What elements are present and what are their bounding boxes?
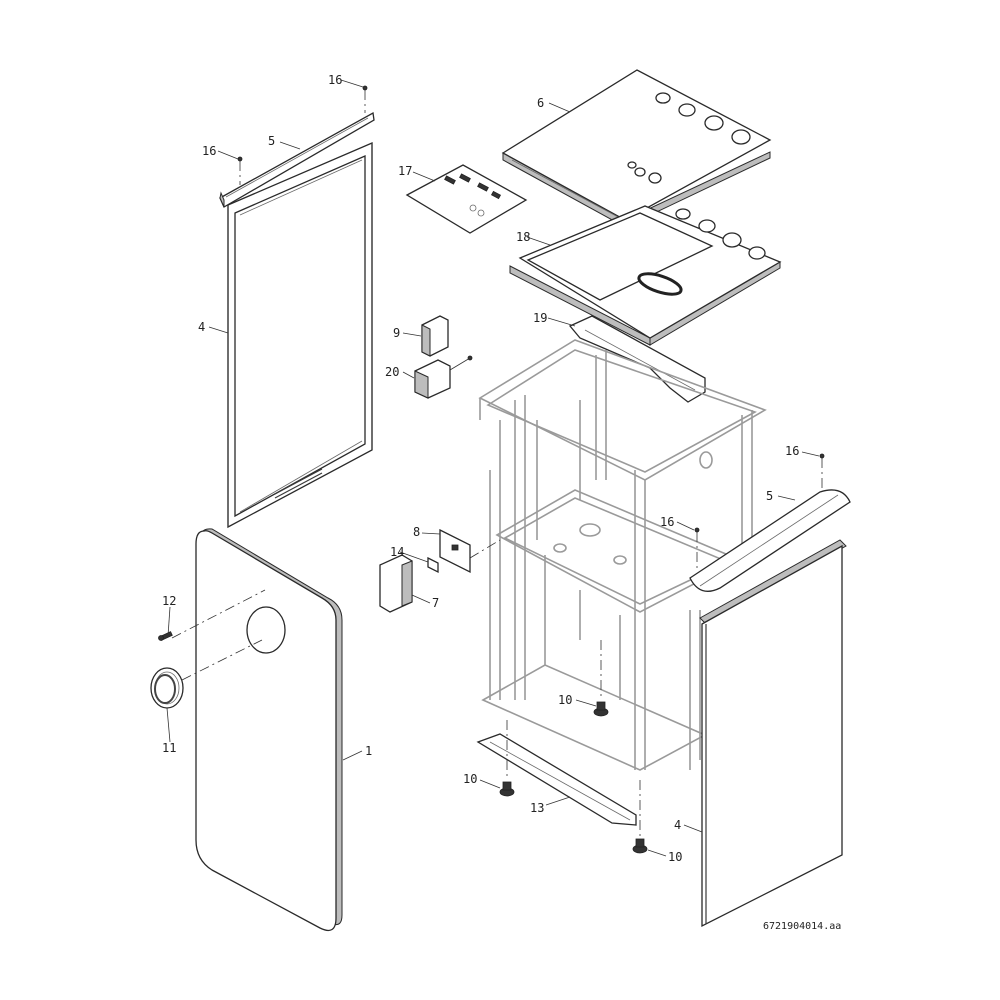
- part-13-base-rail: [476, 733, 637, 826]
- part-5-top-trim-right: [689, 453, 851, 592]
- callout-16: 16: [328, 73, 342, 87]
- callout-12: 12: [162, 594, 176, 608]
- callout-20: 20: [385, 365, 399, 379]
- part-4-right-side-panel: [699, 539, 847, 928]
- callout-17: 17: [398, 164, 412, 178]
- part-17-control-board: [405, 164, 528, 234]
- part-1-front-panel: [171, 528, 343, 932]
- callout-18: 18: [516, 230, 530, 244]
- callout-14: 14: [390, 545, 404, 559]
- callout-10: 10: [668, 850, 682, 864]
- part-6-top-cover: [501, 69, 772, 228]
- part-5-top-trim-left: [219, 111, 375, 208]
- callout-10: 10: [558, 693, 572, 707]
- cabinet-frame: [478, 339, 767, 771]
- callout-4: 4: [198, 320, 205, 334]
- callout-7: 7: [432, 596, 439, 610]
- callout-5: 5: [766, 489, 773, 503]
- callout-1: 1: [365, 744, 372, 758]
- callout-6: 6: [537, 96, 544, 110]
- callout-10: 10: [463, 772, 477, 786]
- callout-9: 9: [393, 326, 400, 340]
- callout-8: 8: [413, 525, 420, 539]
- part-20-module: [414, 355, 473, 399]
- leader-lines: [166, 79, 820, 857]
- drawing-reference: 6721904014.aa: [763, 921, 841, 932]
- callout-11: 11: [162, 741, 176, 755]
- part-14-connector: [427, 556, 439, 574]
- callout-19: 19: [533, 311, 547, 325]
- part-9-module: [421, 315, 449, 357]
- callout-16: 16: [785, 444, 799, 458]
- callout-5: 5: [268, 134, 275, 148]
- callout-16: 16: [660, 515, 674, 529]
- part-4-left-side-frame: [227, 142, 373, 529]
- part-10-feet: [499, 640, 648, 854]
- part-7-module: [379, 554, 413, 613]
- callout-16: 16: [202, 144, 216, 158]
- part-19-bracket: [568, 315, 706, 403]
- part-18-lid: [509, 205, 782, 346]
- callout-13: 13: [530, 801, 544, 815]
- callout-labels: 16 5 16 6 17 18 19 4 9 20 16 5 16 8 14 7…: [162, 73, 841, 932]
- part-11-ring: [150, 667, 184, 709]
- callout-4: 4: [674, 818, 681, 832]
- part-8-pcb: [439, 528, 501, 574]
- part-12-screw: [158, 631, 173, 641]
